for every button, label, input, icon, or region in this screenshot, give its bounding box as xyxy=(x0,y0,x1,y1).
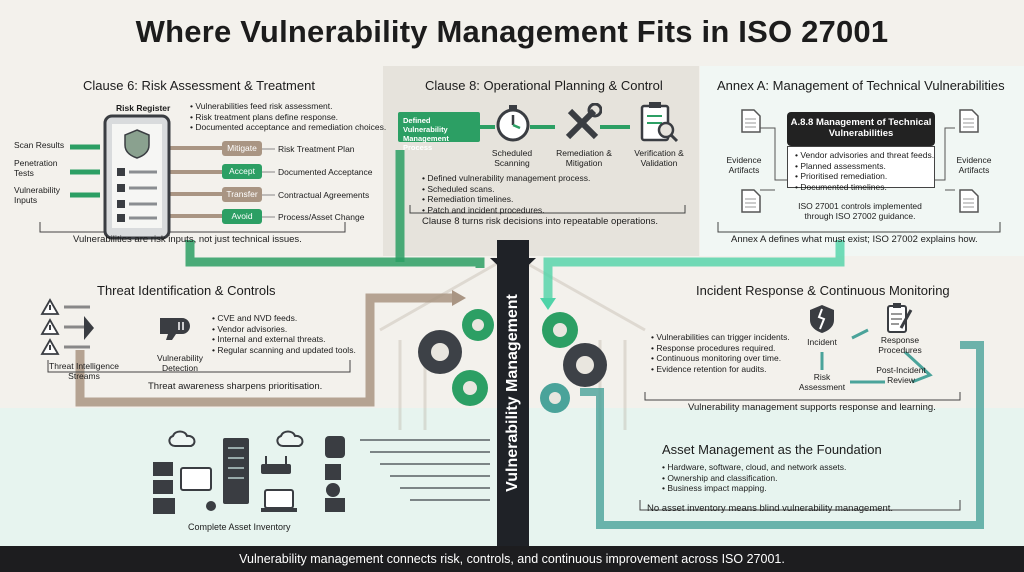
incident-title: Incident Response & Continuous Monitorin… xyxy=(696,283,950,298)
clause8-bullets: Defined vulnerability management process… xyxy=(422,173,652,215)
threat-bullets: CVE and NVD feeds. Vendor advisories. In… xyxy=(212,313,382,355)
result-contractual-agreements: Contractual Agreements xyxy=(278,190,370,200)
clause6-bullet: Risk treatment plans define response. xyxy=(190,112,390,123)
cycle-response-procedures: Response Procedures xyxy=(878,335,922,355)
process-badge: Defined Vulnerability Management Process xyxy=(398,112,480,152)
clause8-bullet: Scheduled scans. xyxy=(422,184,652,195)
result-process-asset-change: Process/Asset Change xyxy=(278,212,365,222)
asset-bullet: Business impact mapping. xyxy=(662,483,902,494)
broken-shield-icon xyxy=(810,305,834,333)
asset-inventory-icons xyxy=(153,430,345,514)
center-bar xyxy=(497,240,529,546)
treatment-avoid: Avoid xyxy=(222,209,262,224)
incident-bullet: Continuous monitoring over time. xyxy=(651,353,811,364)
document-icon xyxy=(741,189,761,213)
input-penetration-tests: Penetration Tests xyxy=(14,158,58,178)
incident-bullet: Evidence retention for audits. xyxy=(651,364,811,375)
threat-title: Threat Identification & Controls xyxy=(97,283,276,298)
clause6-title: Clause 6: Risk Assessment & Treatment xyxy=(83,78,315,93)
stopwatch-icon xyxy=(496,105,530,142)
clipboard-search-icon xyxy=(640,102,679,143)
threat-streams-label: Threat Intelligence Streams xyxy=(49,361,119,381)
evidence-artifacts-right: Evidence Artifacts xyxy=(956,155,992,175)
result-risk-treatment-plan: Risk Treatment Plan xyxy=(278,144,355,154)
cycle-incident: Incident xyxy=(807,337,837,347)
clause6-caption: Vulnerabilities are risk inputs, not jus… xyxy=(73,234,302,245)
annexa-bullet: Prioritised remediation. xyxy=(795,171,935,182)
clause8-bullet: Defined vulnerability management process… xyxy=(422,173,652,184)
incident-bullet: Vulnerabilities can trigger incidents. xyxy=(651,332,811,343)
clipboard-pen-icon xyxy=(887,303,913,333)
scanner-icon xyxy=(160,318,190,340)
tools-icon xyxy=(565,103,602,140)
step-verification-validation: Verification & Validation xyxy=(634,148,684,168)
threat-caption: Threat awareness sharpens prioritisation… xyxy=(148,381,323,392)
evidence-artifacts-left: Evidence Artifacts xyxy=(726,155,762,175)
step-scheduled-scanning: Scheduled Scanning xyxy=(491,148,533,168)
clause8-bullet: Patch and incident procedures. xyxy=(422,205,652,216)
annexa-bullet: Planned assessments. xyxy=(795,161,935,172)
asset-bullet: Ownership and classification. xyxy=(662,473,902,484)
asset-inventory-label: Complete Asset Inventory xyxy=(188,522,291,532)
cycle-risk-assessment: Risk Assessment xyxy=(798,372,846,392)
annexa-title: Annex A: Management of Technical Vulnera… xyxy=(717,78,1005,93)
threat-bullet: CVE and NVD feeds. xyxy=(212,313,382,324)
clause8-title: Clause 8: Operational Planning & Control xyxy=(425,78,663,93)
tablet-checklist-icon xyxy=(103,114,171,240)
asset-bullets: Hardware, software, cloud, and network a… xyxy=(662,462,902,494)
document-icon xyxy=(741,109,761,133)
clause8-caption: Clause 8 turns risk decisions into repea… xyxy=(422,216,659,227)
threat-bullet: Regular scanning and updated tools. xyxy=(212,345,382,356)
threat-bullet: Internal and external threats. xyxy=(212,334,382,345)
result-documented-acceptance: Documented Acceptance xyxy=(278,167,373,177)
annexa-note: ISO 27001 controls implemented through I… xyxy=(798,201,922,221)
annexa-bullet: Documented timelines. xyxy=(795,182,935,193)
asset-title: Asset Management as the Foundation xyxy=(662,442,882,457)
warning-icon xyxy=(40,298,94,355)
threat-bullet: Vendor advisories. xyxy=(212,324,382,335)
annexa-bullets: Vendor advisories and threat feeds. Plan… xyxy=(795,150,935,192)
input-scan-results: Scan Results xyxy=(14,140,65,150)
document-icon xyxy=(959,109,979,133)
incident-bullets: Vulnerabilities can trigger incidents. R… xyxy=(651,332,811,374)
input-vulnerability-inputs: Vulnerability Inputs xyxy=(14,185,60,205)
clause6-bullet: Documented acceptance and remediation ch… xyxy=(190,122,390,133)
footer-banner: Vulnerability management connects risk, … xyxy=(0,546,1024,572)
annexa-bullet: Vendor advisories and threat feeds. xyxy=(795,150,935,161)
clause8-panel xyxy=(383,66,699,256)
page-title: Where Vulnerability Management Fits in I… xyxy=(135,14,889,49)
center-label: Vulnerability Management xyxy=(504,294,521,492)
document-icon xyxy=(959,189,979,213)
treatment-accept: Accept xyxy=(222,164,262,179)
asset-bullet: Hardware, software, cloud, and network a… xyxy=(662,462,902,473)
asset-caption: No asset inventory means blind vulnerabi… xyxy=(647,503,894,514)
a88-control-badge: A.8.8 Management of Technical Vulnerabil… xyxy=(787,112,935,146)
clause6-bullet: Vulnerabilities feed risk assessment. xyxy=(190,101,390,112)
step-remediation-mitigation: Remediation & Mitigation xyxy=(556,148,612,168)
vulnerability-detection-label: Vulnerability Detection xyxy=(157,353,203,373)
treatment-transfer: Transfer xyxy=(222,187,262,202)
gears-icon xyxy=(418,309,607,413)
risk-register-label: Risk Register xyxy=(116,103,171,113)
cycle-post-incident-review: Post-Incident Review xyxy=(876,365,926,385)
treatment-mitigate: Mitigate xyxy=(222,141,262,156)
clause8-bullet: Remediation timelines. xyxy=(422,194,652,205)
incident-caption: Vulnerability management supports respon… xyxy=(688,402,936,413)
incident-bullet: Response procedures required. xyxy=(651,343,811,354)
clause6-bullets: Vulnerabilities feed risk assessment. Ri… xyxy=(190,101,390,133)
annexa-caption: Annex A defines what must exist; ISO 270… xyxy=(731,234,978,245)
